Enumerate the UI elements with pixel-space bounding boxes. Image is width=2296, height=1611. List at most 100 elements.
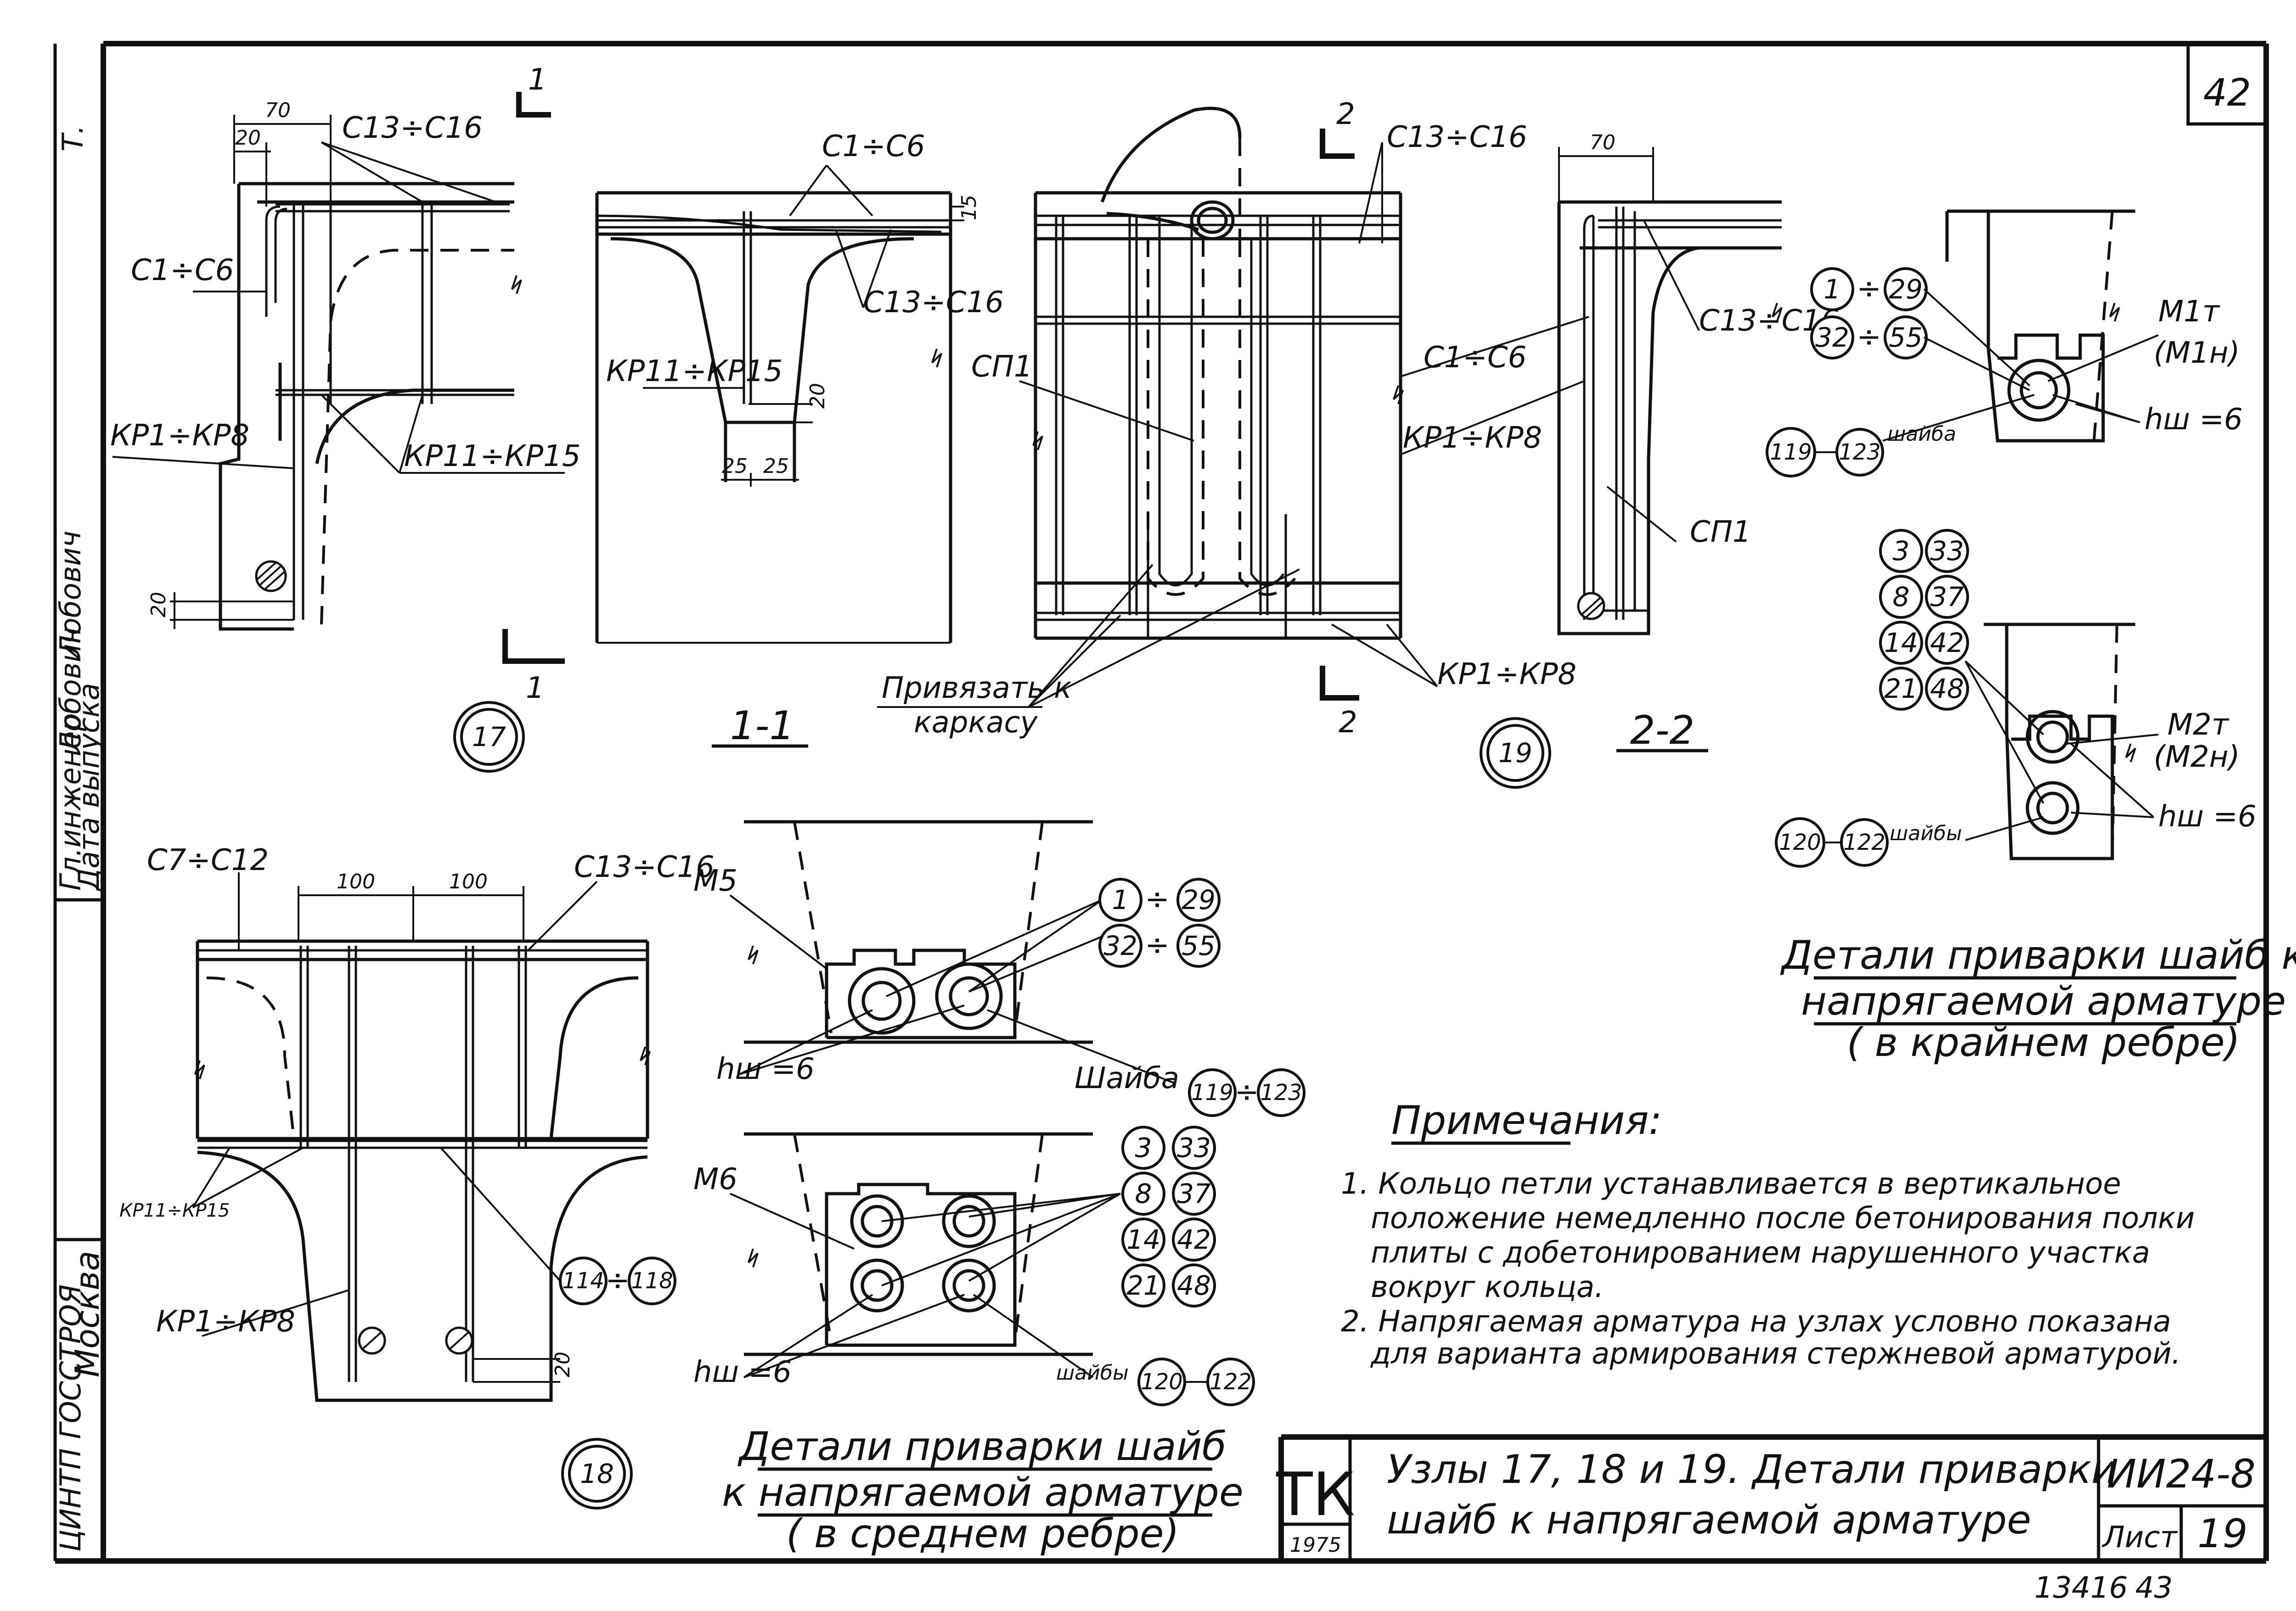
sheet-number: 19: [2197, 1511, 2247, 1557]
node17-dim-70: 70: [265, 99, 291, 122]
node18-number: 18: [580, 1458, 614, 1489]
m2-ref-8: 8: [1893, 581, 1910, 612]
page-number: 42: [2203, 71, 2251, 115]
node19-label-tie: Привязать к: [882, 671, 1072, 705]
m2-ref-21: 21: [1884, 673, 1918, 704]
detail-m1: 1 ÷ 29 32 ÷ 55 М1т (М1н) hш =6 119 123 ш…: [1766, 209, 2243, 477]
node18-ref-118: 118: [631, 1268, 673, 1294]
note2-line1: 2. Напрягаемая арматура на узлах условно…: [1341, 1305, 2171, 1339]
node17-section-bottom: 1: [526, 671, 545, 705]
m5-hw: hш =6: [716, 1052, 815, 1086]
m5-ref-32: 32: [1103, 930, 1137, 961]
m5-mark: М5: [693, 864, 737, 898]
note1-line1: 1. Кольцо петли устанавливается в вертик…: [1341, 1167, 2121, 1201]
sec11-dim-15: 15: [957, 195, 981, 220]
m6-ref-14: 14: [1126, 1224, 1160, 1255]
m1-ref-119: 119: [1770, 439, 1812, 465]
node-17: 70 20 20 С13÷С16 С1÷С6 КР1÷КР8 КР11÷КР15…: [110, 63, 581, 773]
m5-ref-119: 119: [1191, 1080, 1233, 1106]
m6-ref-42: 42: [1177, 1224, 1211, 1255]
m6-ref-33: 33: [1177, 1132, 1211, 1163]
m6-ref-122: 122: [1210, 1369, 1252, 1395]
side-signature: Лобович: [54, 627, 87, 754]
node19-label-sp1a: СП1: [971, 350, 1033, 384]
node19-dim-70: 70: [1590, 131, 1615, 154]
node18-ref-114: 114: [562, 1268, 604, 1294]
note2-line2: для варианта армирования стержневой арма…: [1370, 1337, 2181, 1371]
stamp-mark: ТК: [1276, 1459, 1355, 1529]
note1-line2: положение немедленно после бетонирования…: [1371, 1201, 2195, 1235]
m5-ref-sep-3: ÷: [1234, 1075, 1259, 1109]
m1-mark2: (М1н): [2154, 336, 2240, 370]
m1-mark: М1т: [2158, 295, 2220, 329]
node17-label-c1: С1÷С6: [131, 253, 234, 287]
m2-ref-3: 3: [1893, 535, 1910, 567]
node17-section-top: 1: [528, 63, 547, 97]
m6-mark: М6: [693, 1162, 737, 1196]
section-1-1: 15 20 25 25 С1÷С6 С13÷С16 КР11÷КР15 1-1: [595, 129, 1004, 749]
detail-m2: 3 33 8 37 14 42 21 48 М2т (М2н) hш =6 12…: [1775, 529, 2257, 868]
edge-caption-line3: ( в крайнем ребре): [1847, 1020, 2240, 1066]
node19-label-sp1b: СП1: [1690, 515, 1751, 549]
mid-caption-line1: Детали приварки шайб: [737, 1424, 1226, 1470]
m1-hw: hш =6: [2144, 403, 2243, 437]
section-2-2: 70 С13÷С16 С1÷С6 КР1÷КР8 СП1 19 2-2: [1400, 131, 1840, 789]
inventory-sub: 43: [2135, 1571, 2172, 1605]
m1-washer: шайба: [1887, 422, 1956, 446]
sec11-dim-25a: 25: [722, 455, 748, 478]
title-line1: Узлы 17, 18 и 19. Детали приварки: [1387, 1447, 2117, 1493]
node17-dim-20-bottom: 20: [147, 592, 170, 617]
sec11-dim-25b: 25: [763, 455, 789, 478]
m6-hw: hш =6: [693, 1355, 792, 1389]
notes-block: Примечания: 1. Кольцо петли устанавливае…: [1341, 1098, 2195, 1371]
node19-label-c1: С1÷С6: [1424, 341, 1526, 375]
caption-edge-rib: Детали приварки шайб к напрягаемой армат…: [1780, 932, 2296, 1066]
m2-ref-33: 33: [1930, 535, 1964, 567]
m6-ref-3: 3: [1135, 1132, 1152, 1163]
m1-ref-1: 1: [1824, 274, 1841, 305]
m6-ref-37: 37: [1177, 1178, 1211, 1209]
node18-label-c7: С7÷С12: [147, 843, 269, 877]
node18-dim-100b: 100: [449, 870, 488, 893]
note1-line4: вокруг кольца.: [1371, 1270, 1604, 1304]
node17-number: 17: [472, 721, 506, 752]
m5-ref-1: 1: [1112, 884, 1129, 915]
side-strip: Т. Гл.инженер Лобович Лобович Дата выпус…: [54, 125, 107, 1552]
edge-caption-line1: Детали приварки шайб к: [1780, 932, 2296, 978]
m2-hw: hш =6: [2158, 800, 2257, 834]
node19-number: 19: [1498, 737, 1532, 769]
m2-ref-37: 37: [1930, 581, 1964, 612]
node18-label-c13: С13÷С16: [574, 850, 715, 884]
mid-caption-line3: ( в среднем ребре): [786, 1511, 1179, 1557]
side-release-label: Дата выпуска: [72, 683, 106, 893]
node18-label-kp1: КР1÷КР8: [156, 1305, 295, 1339]
node19-section-bottom: 2: [1339, 706, 1357, 740]
side-org: ЦИНТП ГОССТРОЯ: [54, 1285, 87, 1552]
m6-ref-21: 21: [1126, 1270, 1160, 1301]
m2-mark2: (М2н): [2154, 740, 2240, 774]
title-block: ТК 1975 Узлы 17, 18 и 19. Детали приварк…: [1276, 1434, 2266, 1605]
detail-m6: М6 3 33 8 37 14 42 21 48 hш =6 шайбы: [693, 1126, 1255, 1406]
node17-label-kp11: КР11÷КР15: [404, 439, 581, 473]
node-19: С13÷С16 СП1 Привязать к каркасу КР1÷КР8 …: [877, 97, 1576, 740]
page-number-box: 42: [2186, 44, 2266, 126]
sec11-caption: 1-1: [730, 703, 794, 749]
m5-ref-sep-2: ÷: [1145, 928, 1170, 962]
m1-ref-sep-2: ÷: [1857, 320, 1881, 354]
node17-dim-20: 20: [235, 126, 261, 150]
node18-dim-100a: 100: [337, 870, 375, 893]
m1-ref-grid: 1 ÷ 29 32 ÷ 55: [1810, 267, 1928, 359]
m2-ref-48: 48: [1930, 673, 1964, 704]
m5-washer: Шайба: [1075, 1061, 1179, 1095]
m2-ref-grid: 3 33 8 37 14 42 21 48: [1879, 529, 1969, 711]
node19-section-top: 2: [1336, 97, 1355, 131]
m2-ref-120: 120: [1779, 830, 1821, 855]
node19-label-kp1a: КР1÷КР8: [1437, 657, 1576, 691]
sec11-dim-20: 20: [806, 383, 829, 409]
note1-line3: плиты с добетонированием нарушенного уча…: [1371, 1236, 2150, 1270]
m5-ref-29: 29: [1182, 884, 1216, 915]
sec11-label-c13: С13÷С16: [863, 286, 1004, 320]
m6-ref-8: 8: [1135, 1178, 1152, 1209]
caption-middle-rib: Детали приварки шайб к напрягаемой армат…: [722, 1424, 1244, 1557]
side-city: Москва: [68, 1251, 107, 1377]
